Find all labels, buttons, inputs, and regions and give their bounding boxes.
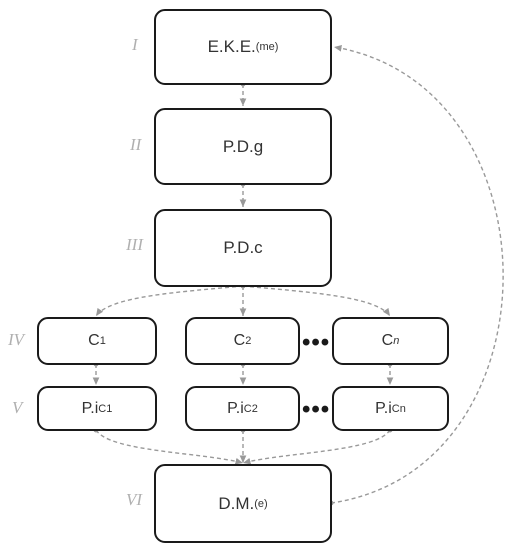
level-label-2: II [130, 135, 142, 154]
node-eke-subscript: (me) [255, 41, 279, 53]
node-pdg: P.D.g [154, 108, 332, 185]
node-pdc: P.D.c [154, 209, 332, 287]
node-c1-subscript: 1 [99, 335, 106, 347]
node-pi2-label: P.i [227, 399, 244, 417]
node-pin-subscript: Cn [391, 402, 406, 415]
node-pdg-label: P.D.g [222, 136, 264, 156]
node-pi2-subscript: C2 [243, 402, 258, 415]
node-cn-label: C [381, 332, 394, 349]
node-dm-subscript: (e) [254, 497, 268, 510]
node-pi1-label: P.i [81, 399, 99, 417]
ellipsis-level-4: ••• [302, 329, 331, 356]
node-pi1-subscript: C1 [98, 402, 113, 415]
node-pin-label: P.i [375, 399, 392, 417]
node-dm-label: D.M. [218, 493, 255, 513]
node-dm: D.M.(e) [154, 464, 332, 543]
node-cn-subscript: n [393, 335, 400, 347]
ellipsis-level-5: ••• [302, 396, 331, 423]
level-label-3: III [126, 235, 143, 254]
node-pdc-label: P.D.c [223, 238, 263, 257]
feedback-arrow-dm-to-eke [330, 44, 504, 504]
arrow-pdc-to-cn [242, 285, 391, 317]
node-c1-label: C [88, 332, 100, 349]
node-c2-label: C [233, 332, 246, 349]
arrow-pin-to-dm [242, 429, 391, 465]
arrow-pi1-to-dm [95, 429, 244, 465]
node-c2-subscript: 2 [245, 335, 252, 347]
level-label-5: V [12, 398, 23, 417]
level-label-4: IV [8, 330, 25, 349]
arrow-pdc-to-c1 [95, 285, 244, 317]
level-label-1: I [132, 35, 138, 54]
node-eke-label: E.K.E. [207, 37, 256, 56]
level-label-6: VI [126, 490, 143, 509]
node-eke: E.K.E.(me) [154, 9, 332, 85]
